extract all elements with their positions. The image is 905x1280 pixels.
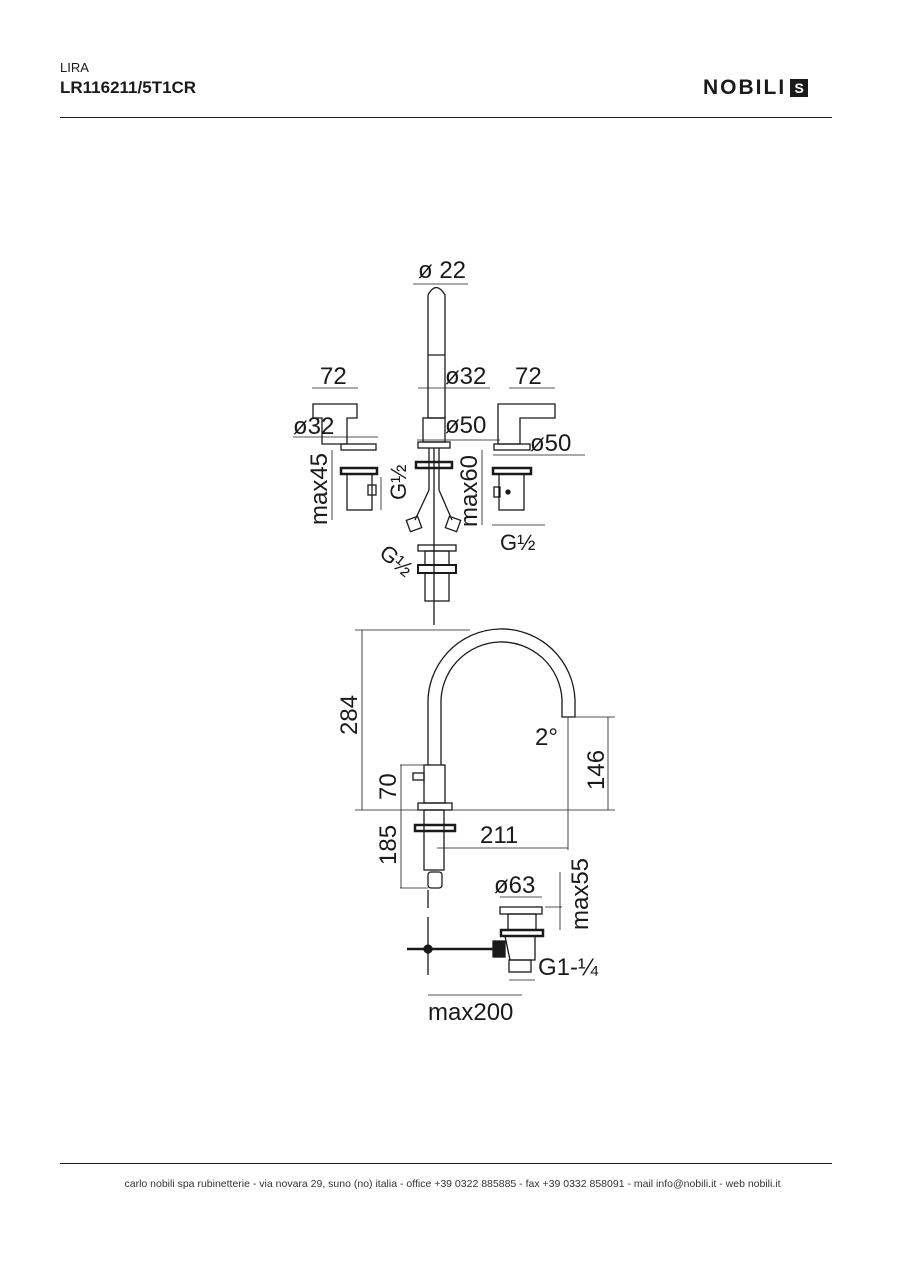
dim-right-base: ø50 <box>530 430 571 457</box>
dim-waste-max: max55 <box>567 858 594 930</box>
series-name: LIRA <box>60 60 89 75</box>
dim-left-thread: G½ <box>386 465 411 500</box>
dim-rod-max: max200 <box>428 999 513 1026</box>
dim-hose-thread: G½ <box>375 540 418 582</box>
dim-waste-thread: G1-¼ <box>538 954 599 981</box>
dim-spout-body: ø32 <box>445 363 486 390</box>
footer-contact: carlo nobili spa rubinetterie - via nova… <box>124 1178 781 1190</box>
product-code: LR116211/5T1CR <box>60 78 197 97</box>
dim-outlet-height: 146 <box>583 750 610 790</box>
header-divider <box>60 117 832 118</box>
footer-divider <box>60 1163 832 1164</box>
dim-right-handle: 72 <box>515 363 542 390</box>
logo-text: NOBILI <box>703 76 787 99</box>
dim-waste-diameter: ø63 <box>494 872 535 899</box>
dim-left-max: max45 <box>306 453 333 525</box>
dim-left-handle: 72 <box>320 363 347 390</box>
brand-logo: NOBILI S <box>703 76 809 100</box>
top-view: ø 22 72 72 ø32 ø32 ø50 ø50 max45 max60 G… <box>293 257 585 625</box>
dim-below-deck: 185 <box>375 825 402 865</box>
dim-reach: 211 <box>480 822 518 849</box>
dim-outlet-angle: 2° <box>535 724 558 751</box>
dim-total-height: 284 <box>336 695 363 735</box>
dim-left-body: ø32 <box>293 413 334 440</box>
dim-right-thread: G½ <box>500 530 535 555</box>
dim-body-height: 70 <box>375 773 402 800</box>
dim-spout-base: ø50 <box>445 412 486 439</box>
logo-mark-icon: S <box>790 79 809 97</box>
dim-spout-diameter: ø 22 <box>418 257 466 284</box>
side-view: 284 146 2° 70 185 211 ø63 max55 G1-¼ max… <box>336 628 615 1026</box>
dim-center-max: max60 <box>456 455 483 527</box>
